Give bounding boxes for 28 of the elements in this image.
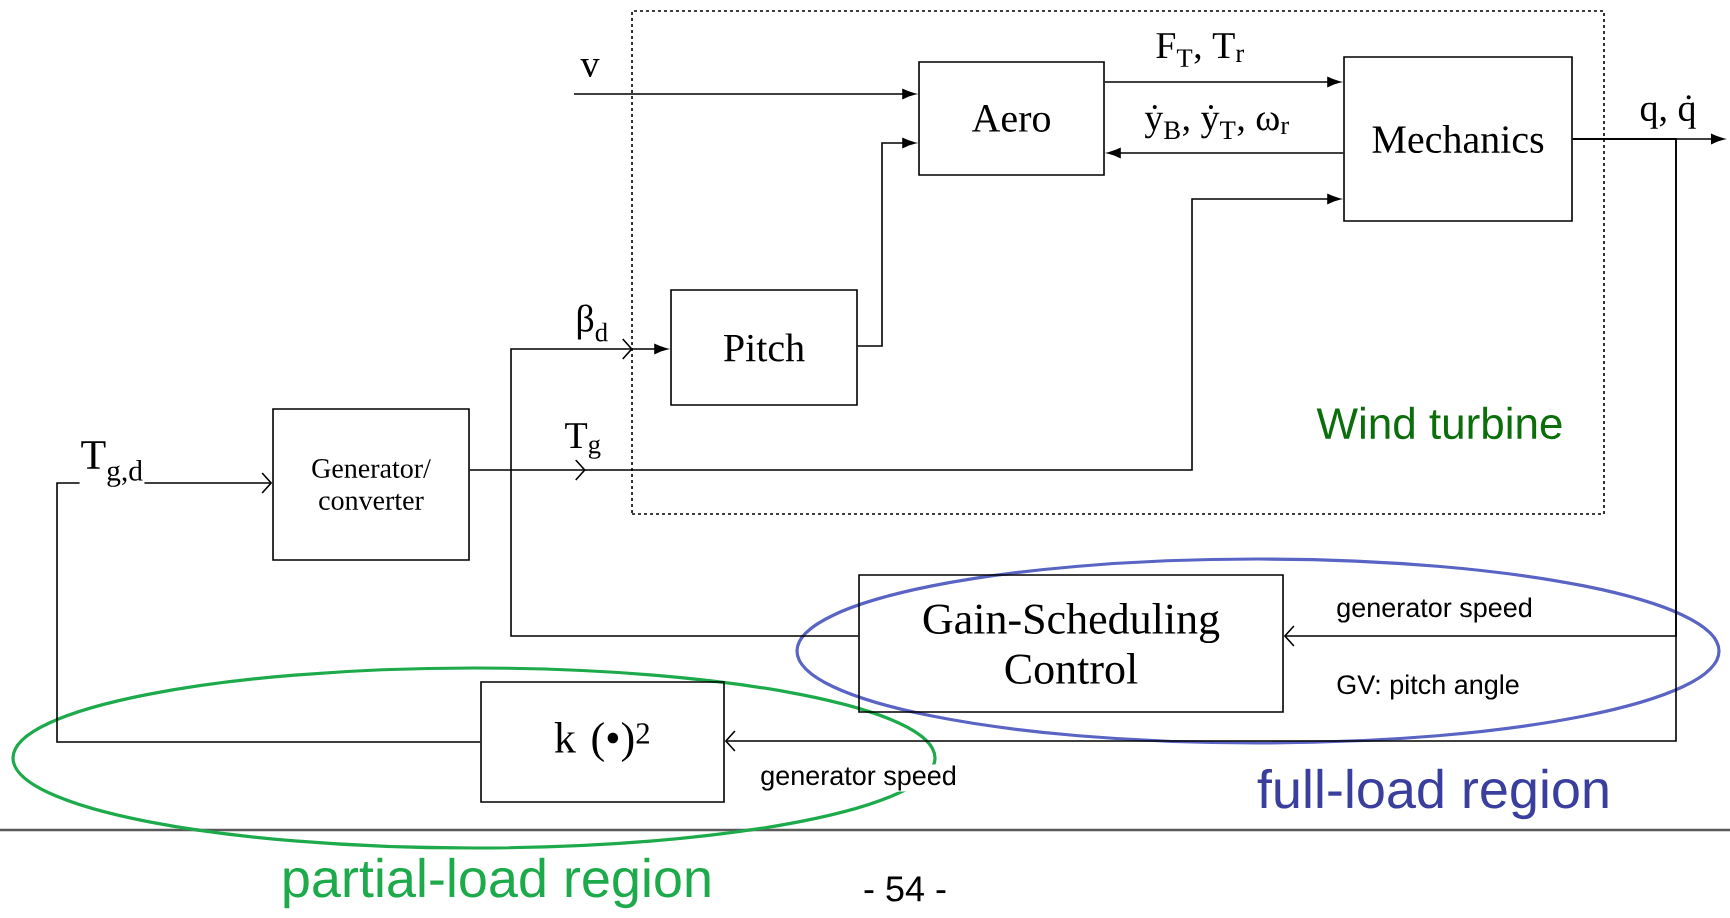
- edge-label: T$_{g}$: [563, 422, 603, 460]
- edge-label: generator speed: [759, 764, 958, 792]
- edge-label: ẏ$_{B}$, ẏ$_{T}$, ω$_{r}$: [1143, 103, 1291, 141]
- edge-label: q, q̇: [1638, 94, 1698, 130]
- block-box: Pitch: [670, 289, 858, 406]
- arrow: [469, 194, 1341, 481]
- note-label: GV: pitch angle: [1337, 674, 1519, 700]
- edge-label: T$_{g,d}$: [79, 440, 145, 488]
- arrow: [857, 138, 916, 347]
- arrow: [510, 338, 859, 637]
- arrow: [573, 89, 916, 99]
- block-box: Aero: [918, 61, 1105, 176]
- arrow: [56, 472, 481, 743]
- edge-label: β$_{d}$: [574, 303, 610, 343]
- block-box: Mechanics: [1343, 56, 1573, 222]
- edge-label: generator speed: [1335, 596, 1534, 624]
- page-number: - 54 -: [864, 876, 946, 902]
- region-label: Wind turbine: [1316, 406, 1562, 440]
- region-label: full-load region: [1257, 768, 1608, 820]
- arrow: [1107, 148, 1344, 158]
- edge-label: F$_{T}$, T$_{r}$: [1154, 32, 1246, 68]
- arrow: [1104, 77, 1341, 87]
- arrow: [724, 138, 1677, 752]
- block-box: Gain-Scheduling Control: [858, 574, 1284, 713]
- region-label: partial-load region: [284, 857, 710, 909]
- edge-label: v: [579, 58, 601, 78]
- block-box: Generator/ converter: [272, 408, 470, 561]
- block-box: k (•)$^{2}$: [480, 681, 725, 803]
